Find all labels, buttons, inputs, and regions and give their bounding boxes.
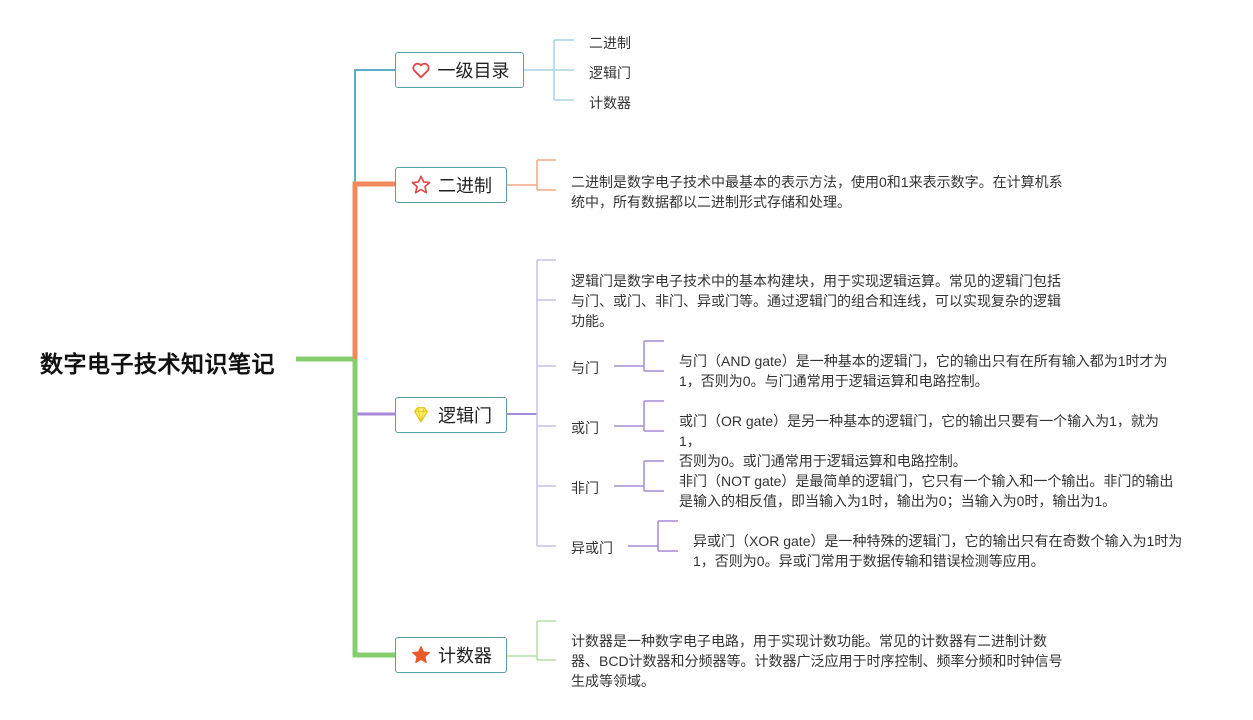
- branch-label: 一级目录: [437, 61, 510, 81]
- catalog-item-logic[interactable]: 逻辑门: [589, 65, 631, 81]
- branch-label: 二进制: [438, 176, 492, 196]
- gate-and-description: 与门（AND gate）是一种基本的逻辑门，它的输出只有在所有输入都为1时才为 …: [679, 353, 1168, 389]
- branch-counter[interactable]: 计数器: [395, 637, 507, 673]
- binary-description: 二进制是数字电子技术中最基本的表示方法，使用0和1来表示数字。在计算机系 统中，…: [571, 174, 1063, 210]
- branch-label: 计数器: [438, 646, 492, 666]
- gate-and[interactable]: 与门: [571, 360, 599, 376]
- gate-xor-description: 异或门（XOR gate）是一种特殊的逻辑门，它的输出只有在奇数个输入为1时为 …: [693, 533, 1183, 569]
- catalog-item-counter[interactable]: 计数器: [589, 95, 631, 111]
- diamond-icon: [413, 407, 429, 423]
- catalog-item-binary[interactable]: 二进制: [589, 35, 631, 51]
- branch-label: 逻辑门: [438, 406, 492, 426]
- gate-or[interactable]: 或门: [571, 420, 599, 436]
- branch-binary[interactable]: 二进制: [395, 167, 507, 203]
- gate-xor[interactable]: 异或门: [571, 540, 613, 556]
- star-filled-icon: [411, 645, 431, 664]
- counter-description: 计数器是一种数字电子电路，用于实现计数功能。常见的计数器有二进制计数 器、BCD…: [571, 633, 1063, 689]
- mindmap-root-title[interactable]: 数字电子技术知识笔记: [40, 351, 275, 377]
- gate-not[interactable]: 非门: [571, 480, 599, 496]
- branch-catalog[interactable]: 一级目录: [395, 52, 524, 88]
- gate-not-description: 非门（NOT gate）是最简单的逻辑门，它只有一个输入和一个输出。非门的输出 …: [679, 473, 1174, 509]
- logic-description: 逻辑门是数字电子技术中的基本构建块，用于实现逻辑运算。常见的逻辑门包括 与门、或…: [571, 273, 1061, 329]
- star-outline-icon: [411, 175, 431, 194]
- heart-icon: [411, 62, 430, 79]
- gate-or-description: 或门（OR gate）是另一种基本的逻辑门，它的输出只要有一个输入为1，就为1，…: [679, 413, 1159, 469]
- branch-logic-gates[interactable]: 逻辑门: [395, 397, 507, 433]
